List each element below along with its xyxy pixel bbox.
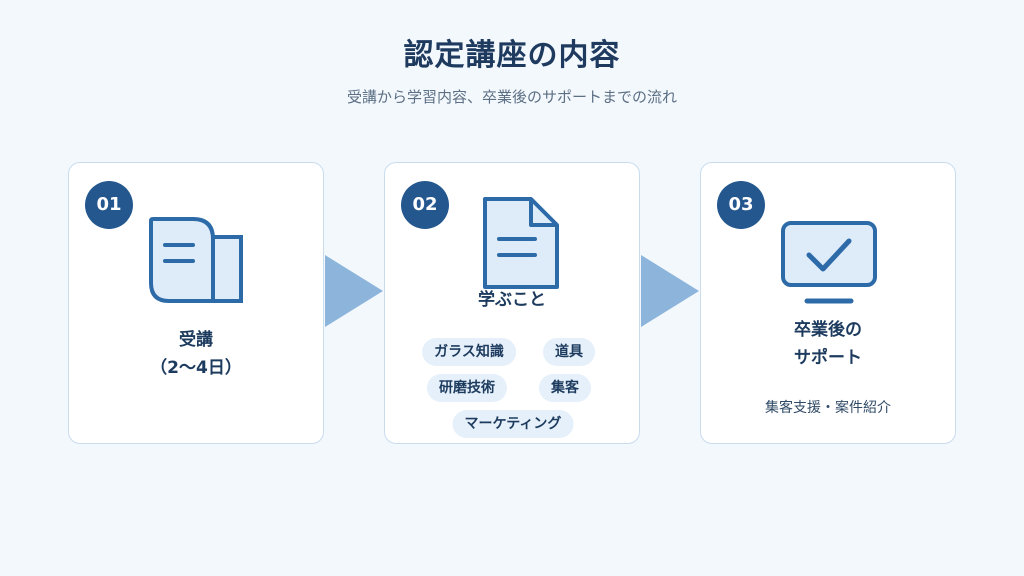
- monitor-check-icon: [781, 221, 877, 304]
- page-subtitle: 受講から学習内容、卒業後のサポートまでの流れ: [346, 88, 677, 106]
- step-label-line1: 卒業後の: [794, 320, 862, 340]
- step-description: 集客支援・案件紹介: [765, 400, 891, 416]
- step-number-badge: 01: [85, 181, 133, 229]
- arrow-right-icon: [325, 255, 383, 327]
- step-number-badge: 02: [401, 181, 449, 229]
- step-card-3: 03 卒業後の サポート 集客支援・案件紹介: [700, 162, 956, 444]
- step-label-line2: サポート: [794, 348, 862, 368]
- step-label: 学ぶこと: [478, 290, 546, 310]
- document-icon: [149, 217, 243, 303]
- page-title: 認定講座の内容: [403, 38, 621, 73]
- topic-tag: 道具: [543, 338, 595, 366]
- file-icon: [483, 197, 559, 289]
- topic-tag: マーケティング: [452, 410, 574, 438]
- topic-tag: 研磨技術: [427, 374, 507, 402]
- step-label-line1: 受講: [179, 330, 213, 350]
- step-card-1: 01 受講 （2〜4日）: [68, 162, 324, 444]
- step-number-badge: 03: [717, 181, 765, 229]
- topic-tag: 集客: [539, 374, 591, 402]
- topic-tag: ガラス知識: [422, 338, 516, 366]
- step-card-2: 02 学ぶこと ガラス知識 道具 研磨技術 集客 マーケティング: [384, 162, 640, 444]
- arrow-right-icon: [641, 255, 699, 327]
- step-label-line2: （2〜4日）: [150, 358, 242, 378]
